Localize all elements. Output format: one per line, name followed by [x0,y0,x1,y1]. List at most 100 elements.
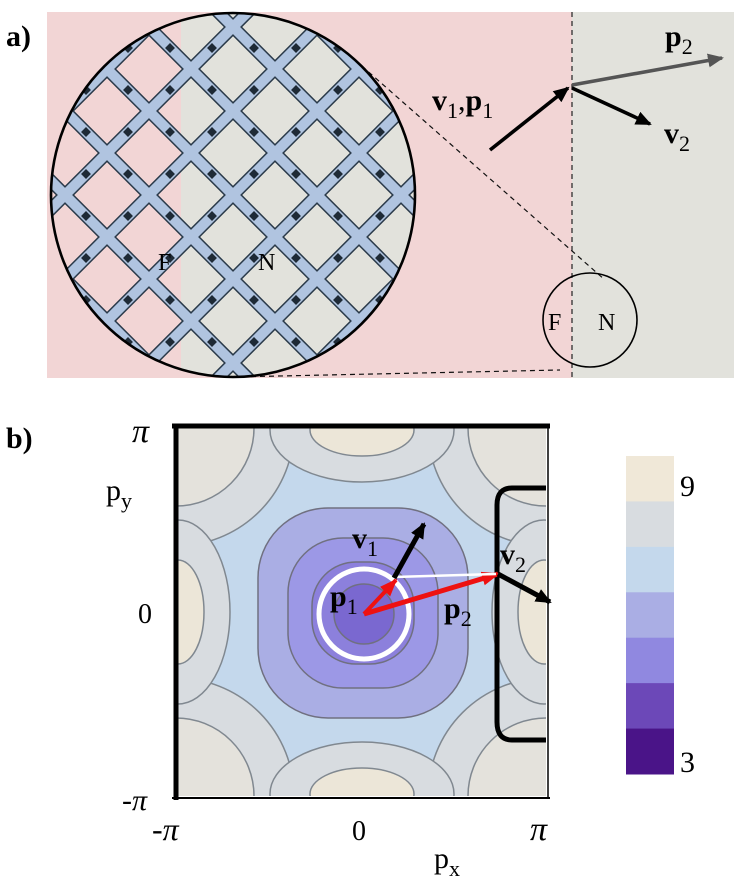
lattice-site [207,211,217,221]
lattice-site [249,127,259,137]
lattice-site [543,1,553,11]
lattice-site [207,169,217,179]
small-circle-label-n: N [598,310,615,336]
lattice-site [543,379,553,389]
lattice-site [585,379,595,389]
lattice-site [291,127,301,137]
y-axis-label: py [106,474,132,513]
v2-label: v2 [500,538,526,577]
lattice-site [123,169,133,179]
lattice-bond [137,13,415,377]
inset-circle [49,11,417,379]
outgoing-momentum-label: p2 [665,20,693,59]
lattice-site [165,85,175,95]
p1-arrow [362,578,398,616]
zoom-line-bottom [232,369,561,378]
v1-arrow [391,522,427,580]
colorbar-min-label: 3 [680,746,695,779]
colorbar-level [626,637,674,684]
lattice-site [0,1,7,11]
contour-plot [176,428,546,796]
lattice-site [165,337,175,347]
lattice-site [0,463,7,473]
inset-label-f: F [158,250,171,276]
lattice-site [207,1,217,11]
lattice-site [249,337,259,347]
lattice-site [165,463,175,473]
lattice-site [0,337,7,347]
lattice-site [165,379,175,389]
lattice-site [39,505,49,515]
lattice-site [585,1,595,11]
lattice-site [249,253,259,263]
lattice-site [207,85,217,95]
panel-a: a) F N F N v1,p1 p2 v2 [0,1,734,641]
fermi-circle-f [316,566,412,662]
lattice-site [375,1,385,11]
panel-a-label: a) [6,20,31,53]
lattice-site [81,211,91,221]
lattice-site [123,379,133,389]
lattice-site [123,463,133,473]
lattice-site [165,169,175,179]
lattice-site [0,85,7,95]
lattice-site [123,211,133,221]
corner-islands [176,428,546,796]
lattice-site [123,253,133,263]
lattice-site [291,379,301,389]
lattice-site [0,295,7,305]
x-tick-left: -π [152,811,180,847]
lattice-site [39,421,49,431]
lattice-site [459,1,469,11]
lattice-site [81,505,91,515]
lattice-site [207,127,217,137]
small-interface-circle [542,272,638,368]
lattice-site [375,127,385,137]
p2-arrow [363,571,500,617]
lattice-site [39,1,49,11]
panel-b-label: b) [6,422,33,455]
lattice-site [501,1,511,11]
v1-label: v1 [352,522,378,561]
lattice-site [291,253,301,263]
lattice-site [333,169,343,179]
lattice-site [165,589,175,599]
x-tick-zero: 0 [352,816,366,847]
lattice-site [81,379,91,389]
lattice-site [375,169,385,179]
p1-label: p1 [330,580,358,619]
lattice-site [375,211,385,221]
lattice-site [165,505,175,515]
lattice-site [123,1,133,11]
lattice-site [81,169,91,179]
lattice-site [291,295,301,305]
lattice-site [375,379,385,389]
lattice-site [333,295,343,305]
lattice-site [249,1,259,11]
lattice-site [417,379,427,389]
lattice-site [0,211,7,221]
v2-arrow [496,571,552,605]
lattice-site [0,169,7,179]
lattice-site [165,253,175,263]
small-circle-label-f: F [548,310,561,336]
outgoing-momentum-arrow [571,53,724,87]
lattice-site [249,211,259,221]
colorbar-max-label: 9 [680,470,695,503]
lattice-site [207,295,217,305]
y-tick-top: π [132,413,150,450]
lattice-site [165,631,175,641]
lattice-site [165,1,175,11]
lattice-site [123,589,133,599]
lattice-site [249,169,259,179]
lattice-site [207,253,217,263]
conservation-line [393,572,497,579]
lattice-site [165,547,175,557]
lattice-site [81,547,91,557]
lattice-site [39,463,49,473]
lattice-site [417,1,427,11]
p2-label: p2 [444,592,472,631]
lattice-site [81,463,91,473]
lattice-site [39,379,49,389]
colorbar [626,456,674,775]
